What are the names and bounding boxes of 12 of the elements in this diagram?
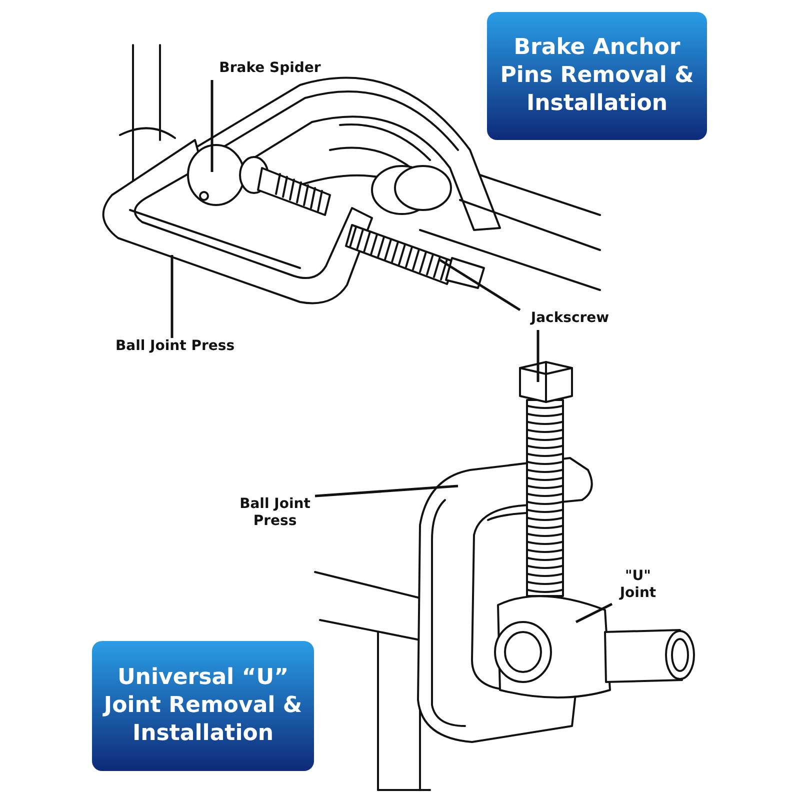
part-label: Ball Joint Press xyxy=(235,496,315,532)
leader-line xyxy=(210,80,214,172)
leader-line xyxy=(536,330,540,382)
title-banner: Brake Anchor Pins Removal & Installation xyxy=(487,12,707,140)
part-label: Brake Spider xyxy=(210,60,330,80)
part-label: Jackscrew xyxy=(520,310,620,330)
leader-line xyxy=(439,258,521,312)
part-label: Ball Joint Press xyxy=(100,338,250,358)
leader-line xyxy=(170,255,174,338)
leader-line xyxy=(314,484,458,498)
title-banner: Universal “U” Joint Removal & Installation xyxy=(92,641,314,771)
part-label: "U" Joint xyxy=(612,568,664,604)
